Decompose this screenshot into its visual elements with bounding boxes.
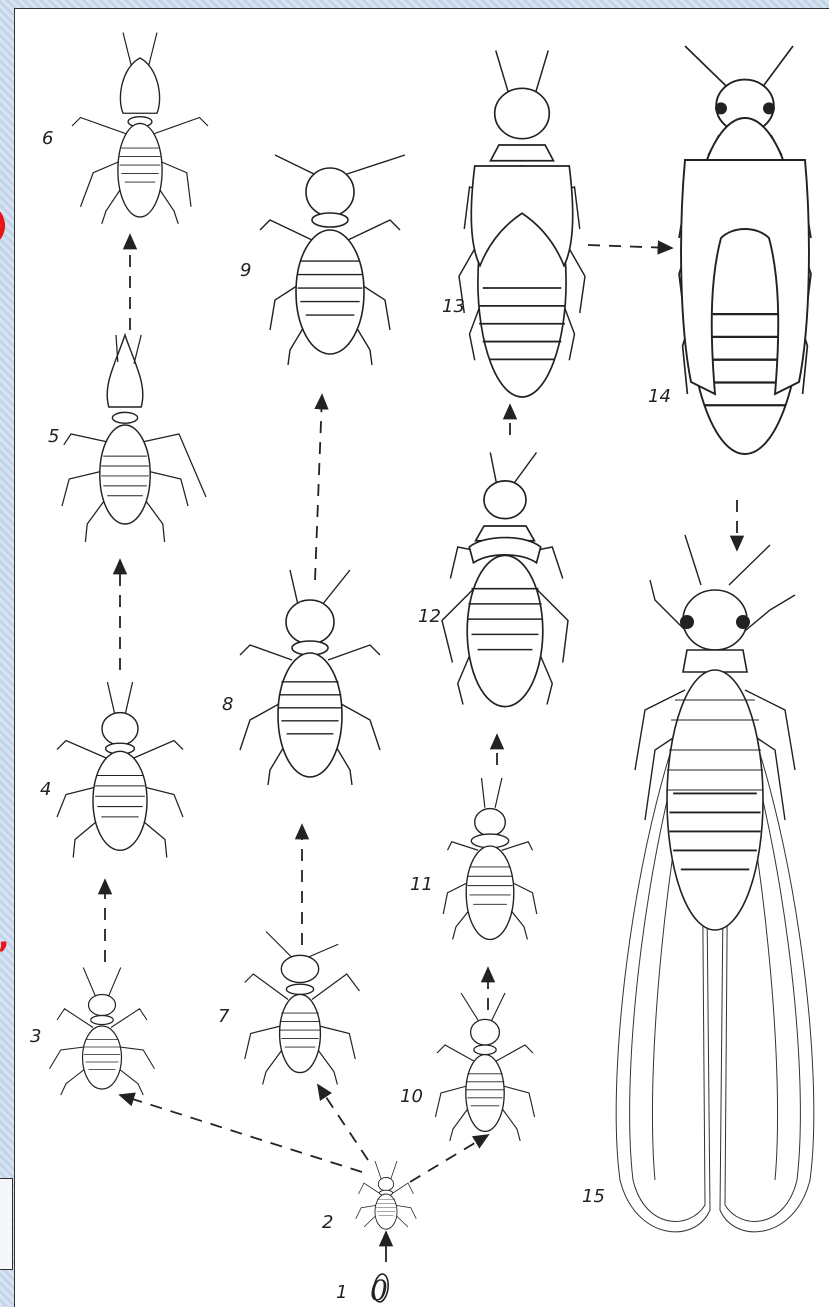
arrow-2-to-3 — [120, 1095, 362, 1172]
termite-stage-15-winged — [616, 535, 814, 1232]
stage-label-10: 10 — [400, 1086, 423, 1107]
stage-label-8: 8 — [222, 694, 233, 715]
termite-stage-4 — [57, 682, 183, 858]
stage-label-9: 9 — [240, 260, 251, 281]
termite-stage-14 — [679, 46, 811, 454]
stage-label-7: 7 — [218, 1006, 230, 1027]
arrow-8-to-9 — [315, 395, 322, 580]
termite-stage-13 — [459, 51, 585, 398]
stage-label-1: 1 — [336, 1282, 347, 1303]
stage-label-3: 3 — [30, 1026, 41, 1047]
stage-label-6: 6 — [42, 128, 53, 149]
arrow-13-to-14 — [588, 245, 672, 248]
termite-stage-6 — [72, 32, 208, 223]
stage-label-12: 12 — [418, 606, 441, 627]
termite-stage-10 — [435, 993, 534, 1141]
stage-label-13: 13 — [442, 296, 465, 317]
stage-label-5: 5 — [48, 426, 59, 447]
termite-stage-11 — [443, 778, 537, 940]
stage-label-2: 2 — [322, 1212, 333, 1233]
arrow-2-to-10 — [410, 1135, 488, 1182]
egg-symbol: 0 — [370, 1274, 388, 1306]
stage-label-11: 11 — [410, 874, 433, 895]
termite-stage-12 — [442, 453, 568, 707]
stage-label-4: 4 — [40, 779, 51, 800]
termite-stage-5 — [62, 335, 206, 542]
termite-stage-7 — [245, 932, 360, 1085]
termite-stage-2 — [356, 1161, 417, 1229]
stage-label-14: 14 — [648, 386, 671, 407]
arrow-2-to-7 — [318, 1085, 368, 1160]
termite-stage-8 — [240, 570, 380, 785]
stage-label-15: 15 — [582, 1186, 605, 1207]
termite-stage-9 — [260, 155, 405, 365]
termite-stage-3 — [50, 968, 155, 1096]
